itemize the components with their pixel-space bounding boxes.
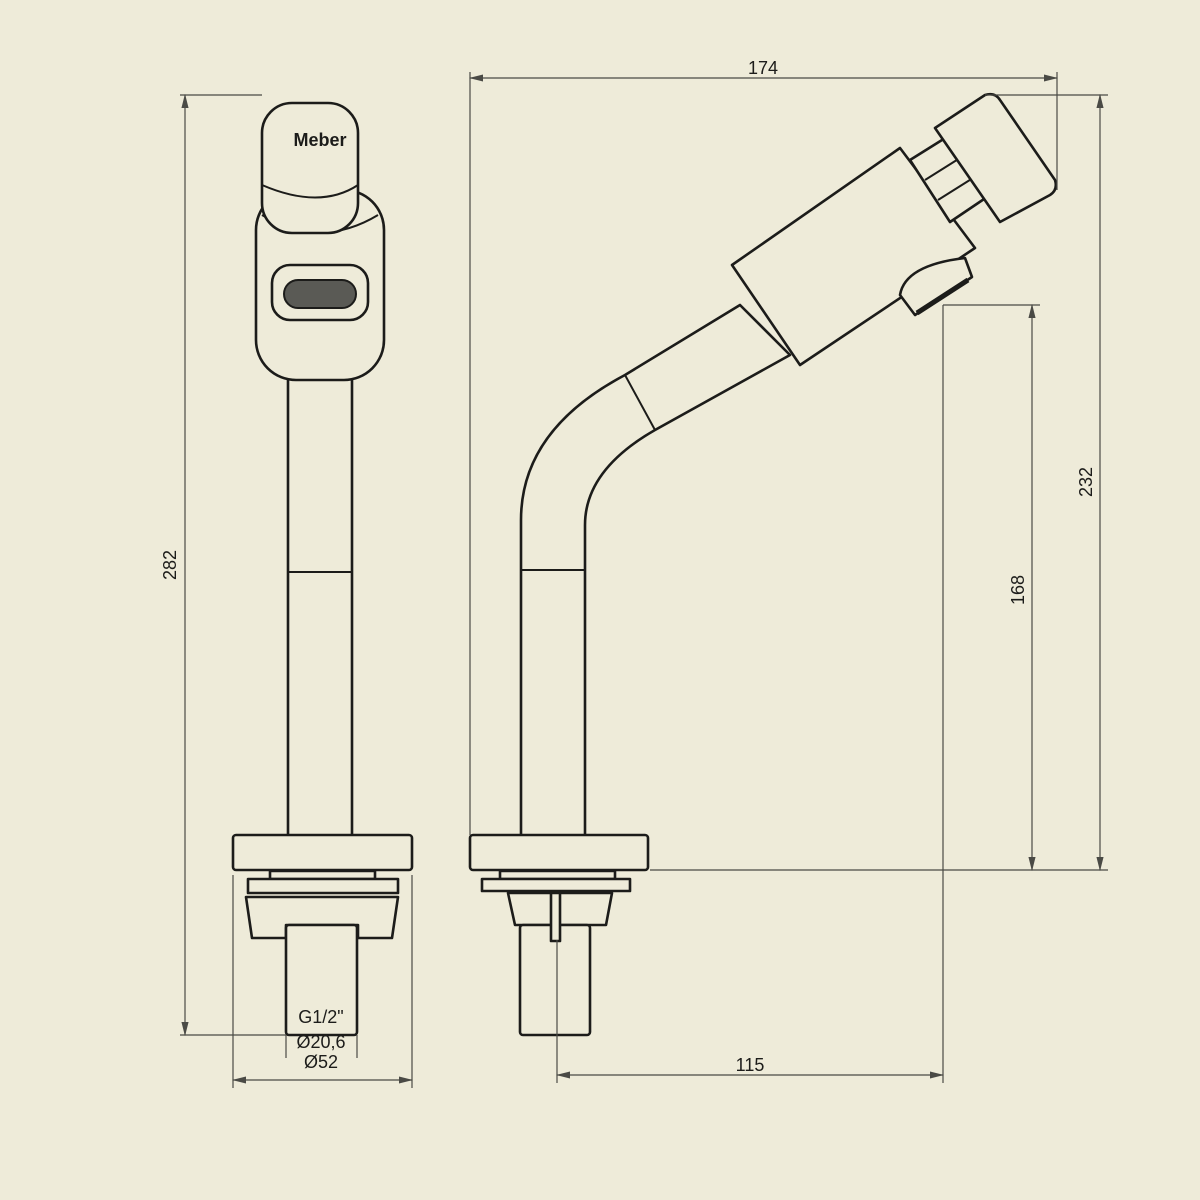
dim-thread-diameter: Ø20,6 <box>296 1032 345 1052</box>
dim-174: 174 <box>748 58 778 78</box>
side-spout <box>519 303 792 840</box>
front-nut <box>244 895 400 940</box>
side-push-button <box>933 92 1058 224</box>
front-thread-pipe <box>284 923 359 1037</box>
dimension-lines <box>180 72 1108 1088</box>
side-body <box>730 146 977 367</box>
front-push-button <box>260 101 360 235</box>
brand-logo: Meber <box>293 130 346 150</box>
dim-232: 232 <box>1076 467 1096 497</box>
dim-thread: G1/2" <box>298 1007 343 1027</box>
front-pipe <box>286 348 354 840</box>
side-aerator <box>898 256 974 317</box>
dim-168: 168 <box>1008 575 1028 605</box>
front-view: Meber <box>231 101 414 1037</box>
side-flange <box>468 833 650 872</box>
dim-282: 282 <box>160 550 180 580</box>
dim-115: 115 <box>736 1055 765 1075</box>
side-view <box>468 92 1058 1037</box>
dim-base-diameter: Ø52 <box>304 1052 338 1072</box>
front-flange <box>231 833 414 872</box>
